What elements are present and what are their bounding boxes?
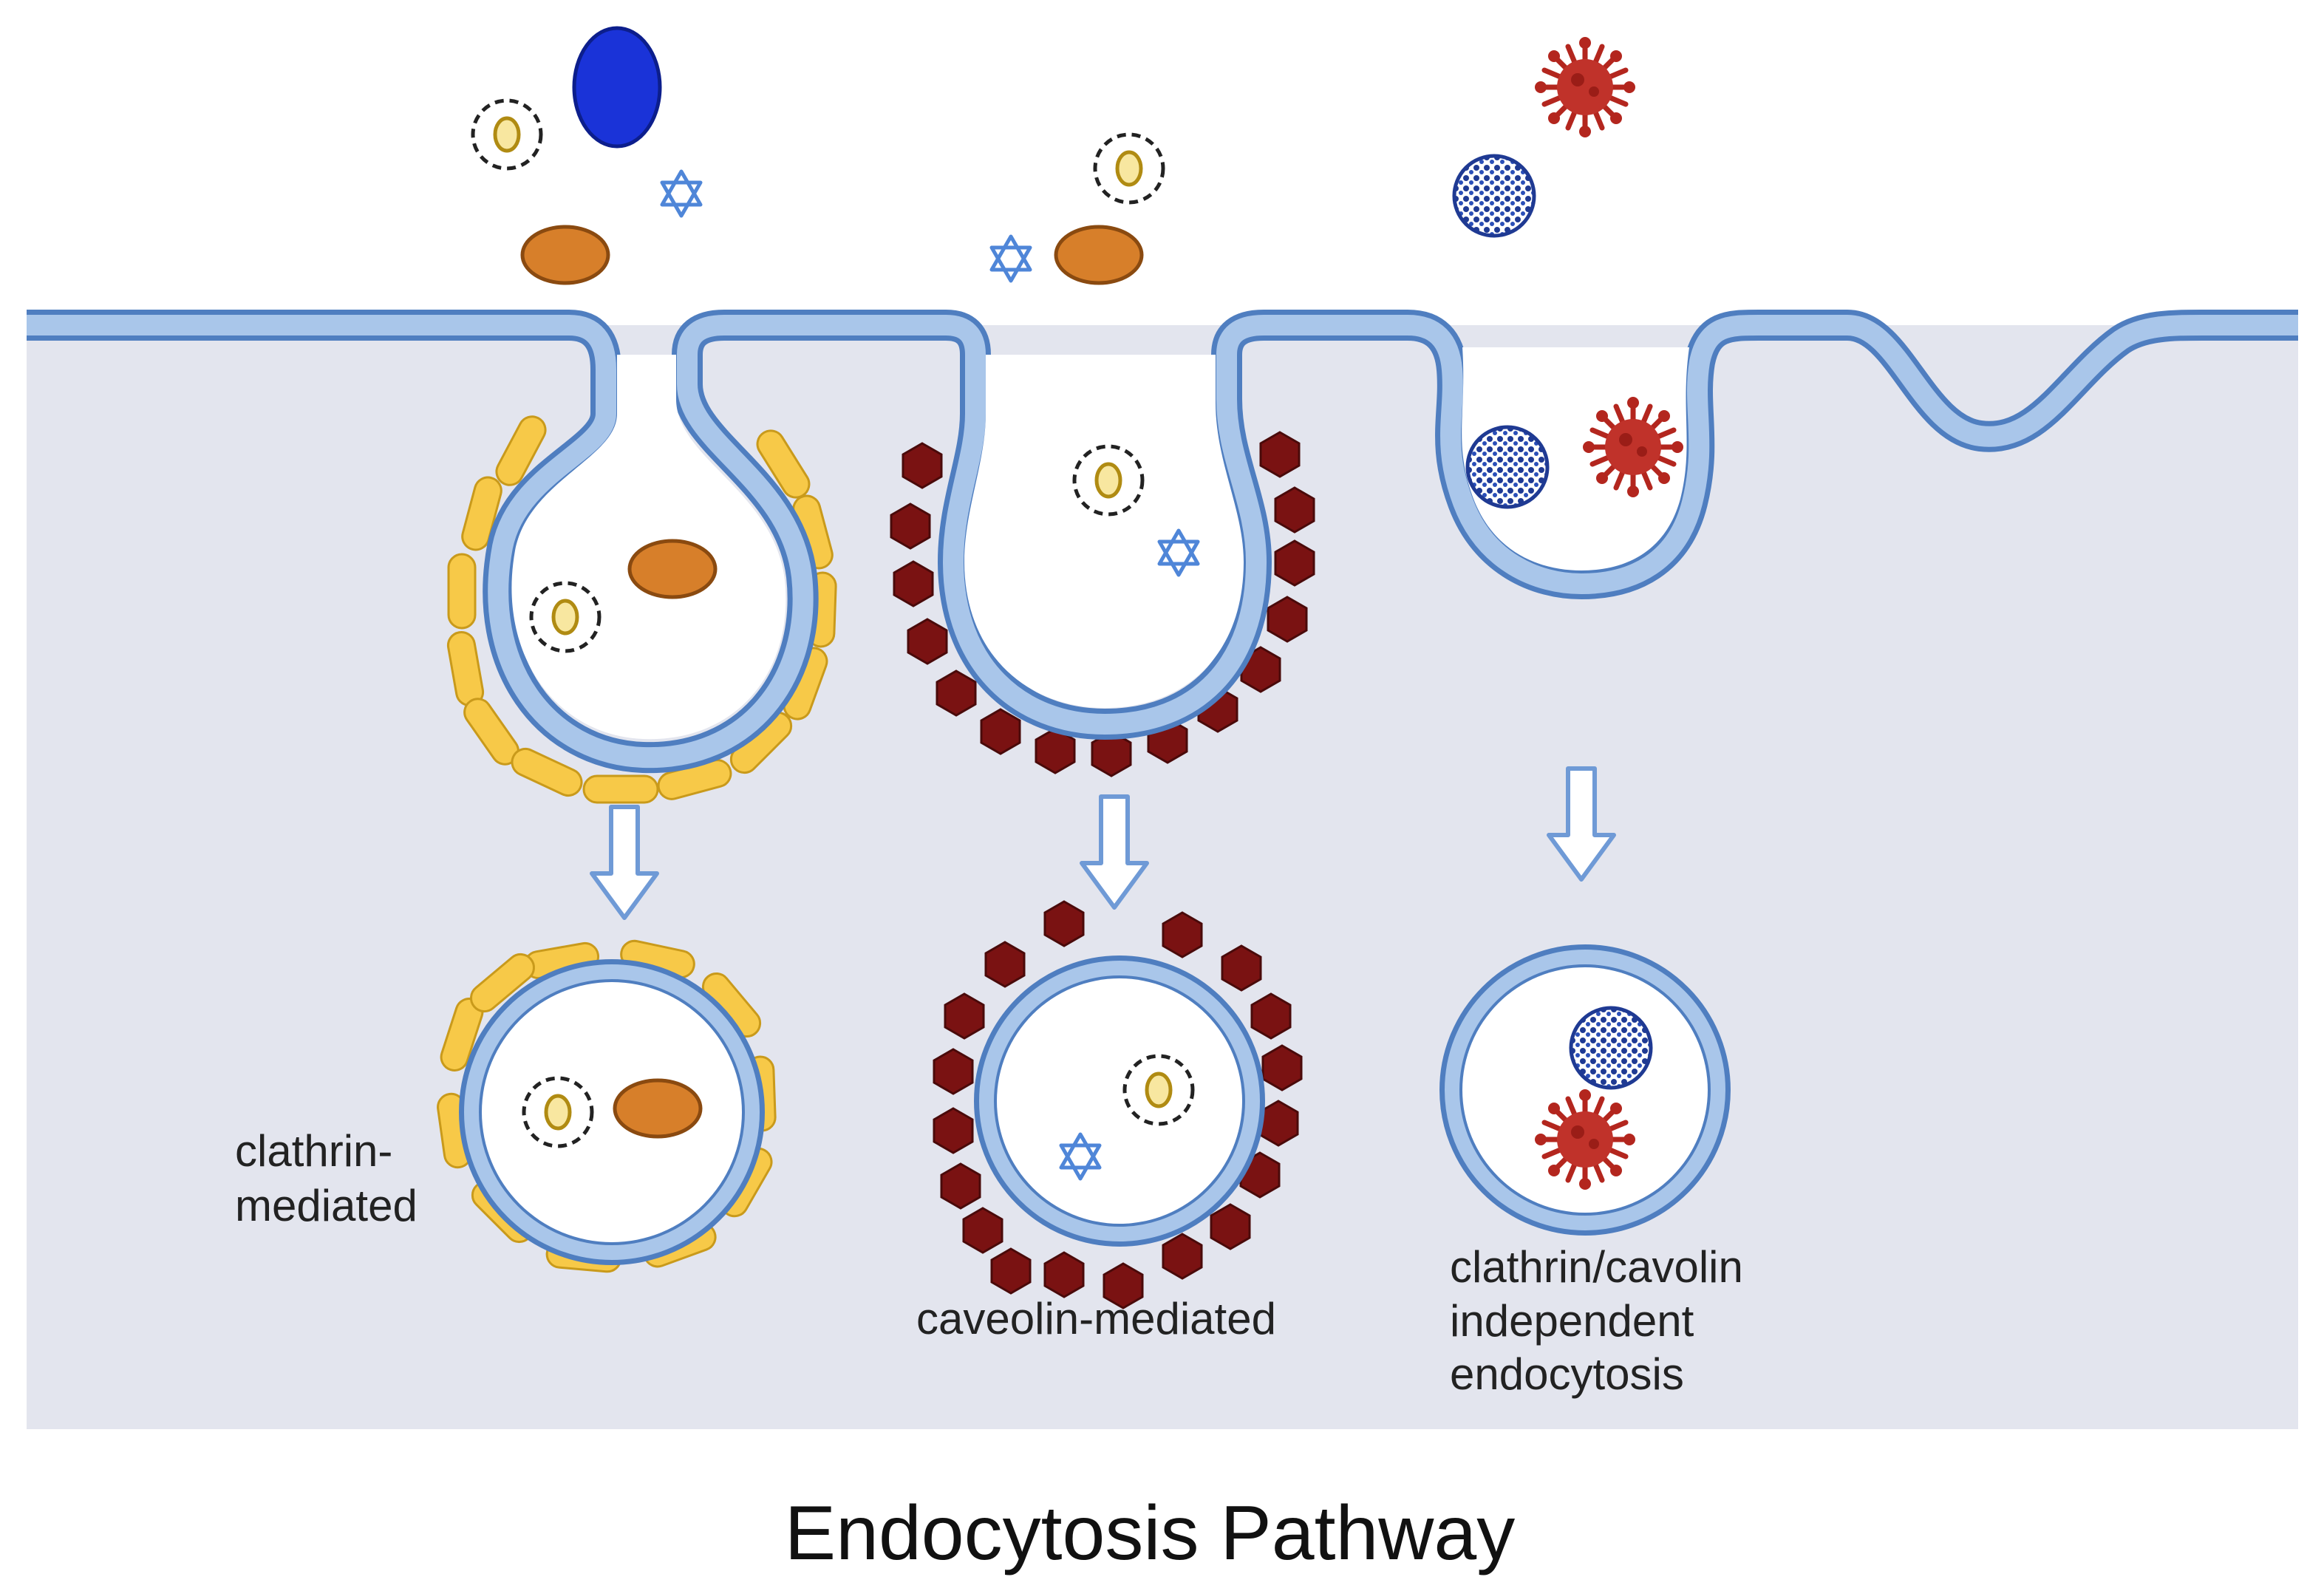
label-clathrin-line2: mediated xyxy=(235,1181,418,1230)
extracellular-cargo xyxy=(473,26,1635,283)
clathrin-vesicle xyxy=(435,937,778,1274)
virus-icon xyxy=(1535,37,1635,137)
protein-ellipse-icon xyxy=(630,541,715,597)
protein-ellipse-icon xyxy=(615,1080,701,1137)
independent-vesicle xyxy=(1439,944,1731,1236)
plasma-membrane xyxy=(27,310,2298,774)
label-independent-line2: independent xyxy=(1450,1296,1694,1346)
label-independent-line1: clathrin/cavolin xyxy=(1450,1242,1743,1292)
virus-icon xyxy=(1535,1089,1635,1190)
label-caveolin: caveolin-mediated xyxy=(916,1294,1276,1343)
label-independent-line3: endocytosis xyxy=(1450,1349,1684,1399)
liposome-icon xyxy=(1074,446,1142,514)
liposome-icon xyxy=(1125,1056,1193,1124)
virus-icon xyxy=(1583,397,1683,497)
liposome-icon xyxy=(524,1078,592,1146)
liposome-icon xyxy=(531,583,599,651)
protein-ellipse-icon xyxy=(1056,227,1142,283)
label-clathrin-line1: clathrin- xyxy=(235,1126,392,1176)
liposome-icon xyxy=(1095,134,1163,202)
nanoparticle-icon xyxy=(1468,427,1547,507)
protein-ellipse-icon xyxy=(522,227,608,283)
large-particle-icon xyxy=(572,26,662,149)
liposome-icon xyxy=(473,100,541,168)
nanoparticle-icon xyxy=(1454,156,1534,236)
caveolin-vesicle xyxy=(933,900,1303,1309)
nanoparticle-icon xyxy=(1571,1008,1651,1088)
page-title: Endocytosis Pathway xyxy=(785,1491,1516,1576)
